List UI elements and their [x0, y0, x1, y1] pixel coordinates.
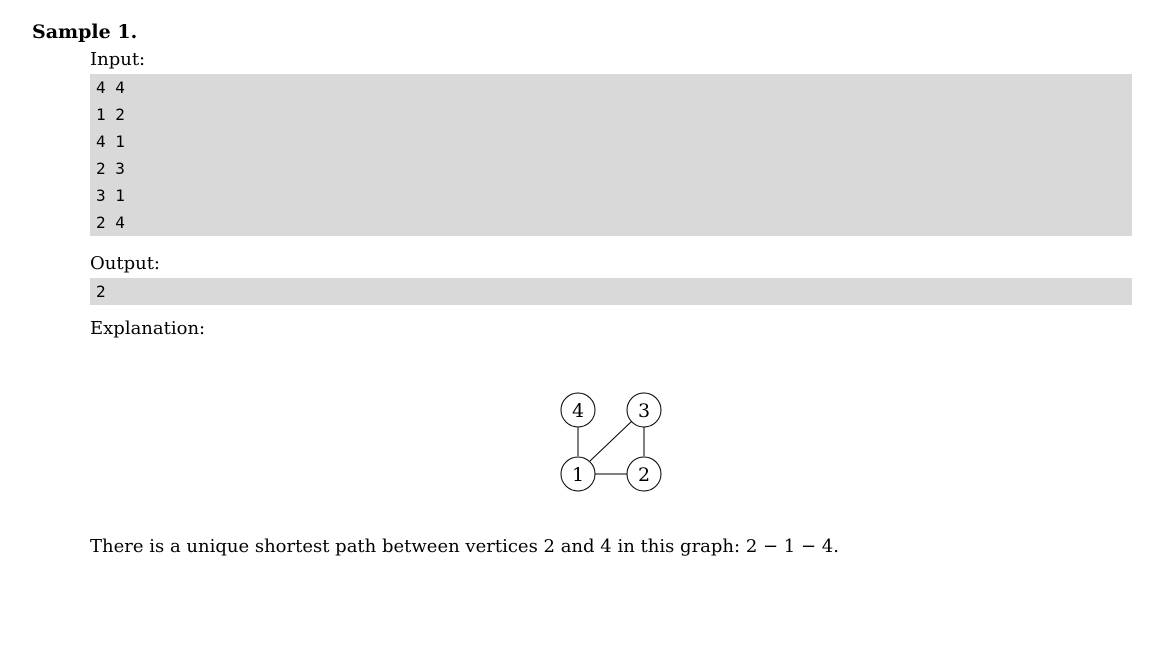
output-codebox: 2 [90, 278, 1132, 305]
vertex-1: 1 [560, 456, 596, 492]
edge-1-3 [589, 420, 633, 462]
vertex-label: 2 [638, 464, 650, 486]
explanation-text: There is a unique shortest path between … [90, 536, 741, 557]
input-line: 4 4 [96, 78, 125, 97]
sample-title: Sample 1. [32, 21, 138, 43]
vertex-4: 4 [560, 392, 596, 428]
input-label: Input: [90, 49, 146, 70]
explanation-label: Explanation: [90, 318, 206, 339]
input-line: 2 4 [96, 213, 125, 232]
vertex-label: 4 [572, 400, 584, 422]
input-line: 4 1 [96, 132, 125, 151]
vertex-label: 1 [572, 464, 584, 486]
output-label: Output: [90, 253, 160, 274]
explanation-sentence: There is a unique shortest path between … [90, 536, 839, 558]
input-line: 2 3 [96, 159, 125, 178]
vertex-2: 2 [626, 456, 662, 492]
vertex-label: 3 [638, 400, 650, 422]
vertex-3: 3 [626, 392, 662, 428]
explanation-path: 2 − 1 − 4. [745, 536, 839, 557]
input-codebox: 4 4 1 2 4 1 2 3 3 1 2 4 [90, 74, 1132, 236]
graph-diagram: 4 3 1 2 [540, 385, 680, 504]
input-line: 1 2 [96, 105, 125, 124]
output-line: 2 [96, 282, 106, 301]
input-line: 3 1 [96, 186, 125, 205]
